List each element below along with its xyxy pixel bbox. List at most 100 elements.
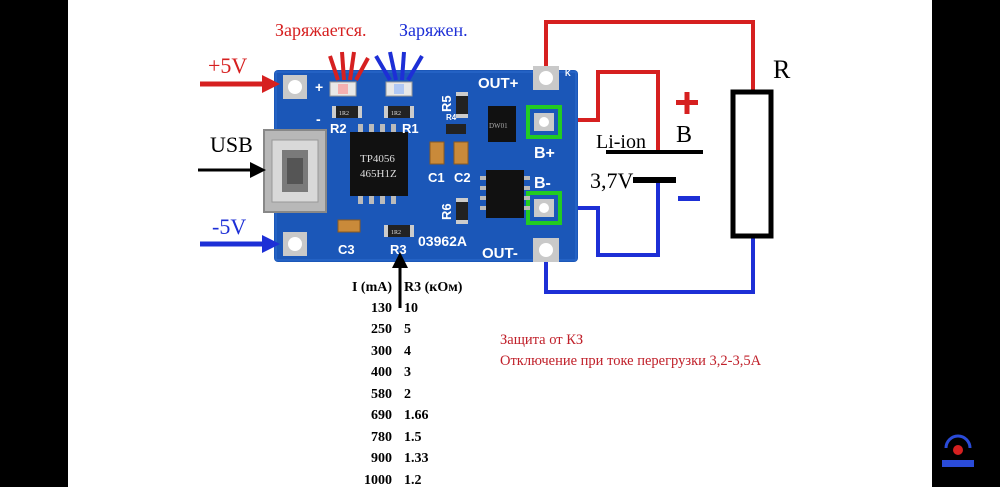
svg-text:1R2: 1R2 [391,230,401,236]
label-c3: C3 [338,242,355,257]
led-blue [385,81,413,97]
label-out-plus: OUT+ [478,75,519,92]
diagram-canvas: R Li-ion 3,7V B [68,0,932,487]
plus-5v-label: +5V [208,53,247,78]
svg-text:1R2: 1R2 [339,111,349,117]
arrow-plus-5v [200,75,280,93]
chip-top-label: TP4056 [360,153,395,165]
label-r3: R3 [390,242,407,257]
minus-silk: - [316,111,321,127]
resistor-r5 [456,92,468,118]
cell-r3: 1.2 [404,472,422,487]
cell-r3: 1.5 [404,429,422,445]
resistor-r6 [456,198,468,224]
pad-b-plus [526,105,562,139]
wire-b-minus [560,182,660,257]
current-resistor-table: I (mA) R3 (кОм) 130 10 250 5 300 4 400 3 580… [338,278,494,487]
minus-sign [678,196,700,201]
label-k: K [565,69,571,78]
wires [544,20,755,294]
cell-r3: 1.66 [404,408,429,424]
label-r2: R2 [330,121,347,136]
note-overload: Отключение при токе перегрузки 3,2-3,5А [500,353,762,369]
load-resistor-label: R [773,55,791,84]
label-r1: R1 [402,121,419,136]
cell-r3: 5 [404,322,411,338]
resistor-r3: 1R2 [384,225,414,237]
minus-5v-label: -5V [212,214,246,239]
dw01-chip: DW01 [488,106,516,142]
red-led-rays [328,51,370,81]
pad-out-minus [533,238,559,262]
cell-current: 300 [371,343,392,359]
cell-current: 250 [371,322,392,338]
cell-r3: 10 [404,300,418,316]
protection-notes: Защита от КЗ Отключение при токе перегру… [500,330,761,372]
cell-r3: 2 [404,386,411,402]
header-r3: R3 (кОм) [404,280,463,295]
cell-current: 780 [371,429,392,445]
watermark-logo [938,432,978,472]
pad-out-plus [533,66,559,90]
pad-minus-5v [283,232,307,256]
resistor-r4 [446,124,466,134]
capacitor-c1 [429,141,445,165]
battery-voltage-label: 3,7V [590,168,634,193]
tp4056-chip: TP4056 465H1Z [350,124,408,204]
label-r6: R6 [439,203,454,220]
chip-bottom-label: 465H1Z [360,168,397,180]
note-short-circuit: Защита от КЗ [500,332,584,348]
table-row: 400 3 [338,363,494,385]
header-current: I (mA) [351,280,392,295]
label-out-minus: OUT- [482,245,518,262]
table-row: 1000 1.2 [338,470,494,487]
capacitor-c3 [337,219,361,233]
label-c2: C2 [454,170,471,185]
label-b-minus: B- [534,175,551,192]
cell-r3: 3 [404,365,411,381]
plus-silk: + [315,79,323,95]
usb-label: USB [210,132,253,157]
label-r5: R5 [439,95,454,112]
arrow-minus-5v [200,235,280,253]
dw01-label: DW01 [489,122,508,130]
battery-b-label: B [676,122,692,148]
cell-current: 400 [371,365,392,381]
cell-current: 690 [371,408,392,424]
table-row: 130 10 [338,298,494,320]
table-row: 780 1.5 [338,427,494,449]
cell-r3: 4 [404,343,411,359]
table-row: 580 2 [338,384,494,406]
resistor-r1: 1R2 [384,106,414,118]
pad-plus-5v [283,75,307,99]
cell-current: 580 [371,386,392,402]
plus-sign-v [684,92,690,114]
cell-r3: 1.33 [404,451,429,467]
label-r4: R4 [446,113,457,122]
charged-label: Заряжен. [399,20,468,40]
table-row: 250 5 [338,320,494,342]
svg-text:1R2: 1R2 [391,111,401,117]
resistor-r2: 1R2 [332,106,362,118]
usb-connector [263,129,327,213]
mosfet-chip [480,170,530,218]
table-row: 900 1.33 [338,449,494,471]
cell-current: 900 [371,451,392,467]
cell-current: 130 [371,300,392,316]
capacitor-c2 [453,141,469,165]
cell-current: 1000 [364,472,392,487]
r3-pointer-arrow [392,252,408,308]
logo-icon [942,434,974,467]
load-resistor [730,89,774,239]
table-header: I (mA) R3 (кОм) [338,278,494,298]
label-model: 03962A [418,233,467,249]
arrow-usb [198,162,266,178]
wire-b-plus [560,70,660,150]
circuit-diagram: R Li-ion 3,7V B [198,20,791,308]
blue-led-rays [374,51,424,82]
table-row: 690 1.66 [338,406,494,428]
charger-board: TP4056 465H1Z DW01 [263,66,578,262]
wire-out-plus [544,20,755,92]
wire-out-minus [544,236,755,294]
table-row: 300 4 [338,341,494,363]
